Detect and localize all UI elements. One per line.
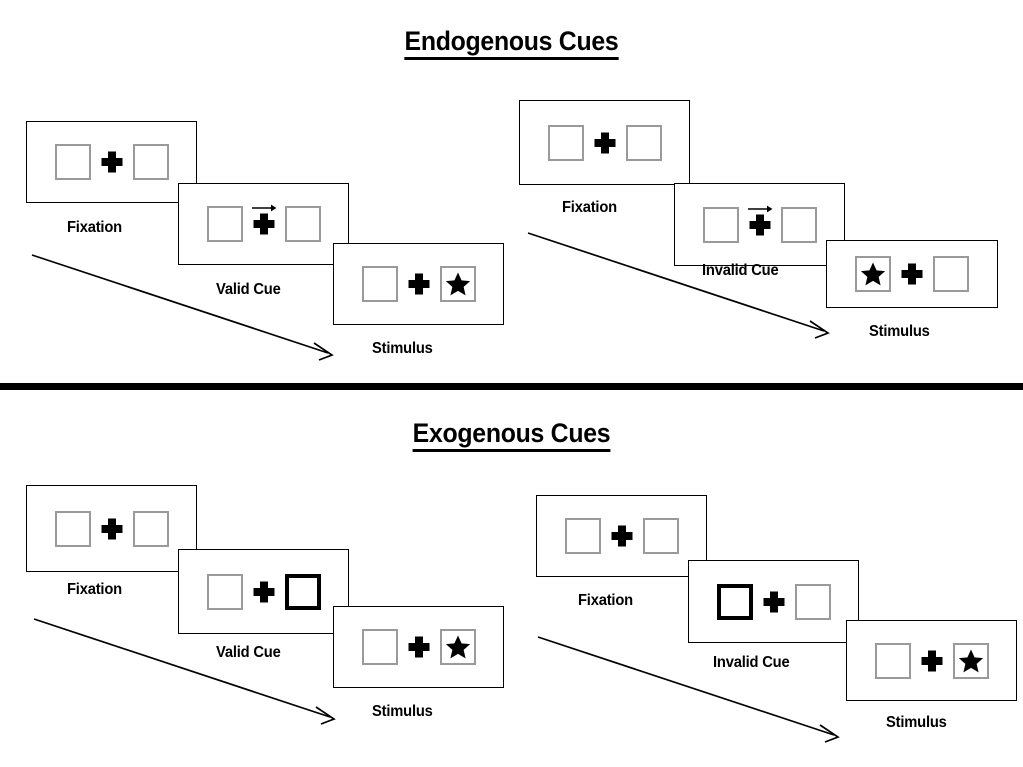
panel-endogenous-valid-fixation xyxy=(26,121,197,203)
panel-exogenous-valid-cue xyxy=(178,549,349,634)
fixation-cross-icon xyxy=(584,123,626,163)
fixation-cross-icon xyxy=(911,641,953,681)
time-progression-arrow-icon xyxy=(537,636,840,743)
time-progression-arrow-icon xyxy=(527,232,830,339)
fixation-cross-icon xyxy=(398,627,440,667)
left-box xyxy=(855,256,891,292)
left-box xyxy=(54,510,91,547)
right-box-cued xyxy=(284,573,321,610)
time-progression-arrow-icon xyxy=(31,254,334,361)
label-exogenous-invalid-cue: Invalid Cue xyxy=(713,654,790,671)
panel-endogenous-valid-cue xyxy=(178,183,349,265)
left-box xyxy=(564,518,601,554)
fixation-cross-icon xyxy=(243,572,285,612)
panel-exogenous-valid-fixation xyxy=(26,485,197,572)
right-box xyxy=(284,206,321,242)
label-exogenous-valid-cue: Valid Cue xyxy=(216,644,281,661)
panel-exogenous-invalid-cue xyxy=(688,560,859,643)
panel-endogenous-valid-stimulus xyxy=(333,243,504,325)
star-icon xyxy=(958,649,983,672)
section-title-endogenous: Endogenous Cues xyxy=(41,26,982,60)
star-icon xyxy=(445,272,470,296)
label-endogenous-valid-fixation: Fixation xyxy=(67,219,122,236)
star-icon xyxy=(445,635,470,659)
label-exogenous-valid-fixation: Fixation xyxy=(67,581,122,598)
fixation-cross-icon xyxy=(91,509,133,549)
arrow-right-icon xyxy=(251,204,276,212)
right-box xyxy=(132,510,169,547)
panel-endogenous-invalid-cue xyxy=(674,183,845,266)
right-box xyxy=(132,144,169,180)
right-box xyxy=(794,583,831,620)
section-title-exogenous: Exogenous Cues xyxy=(41,418,982,452)
star-icon xyxy=(860,262,886,286)
panel-endogenous-invalid-fixation xyxy=(519,100,690,185)
label-endogenous-invalid-cue: Invalid Cue xyxy=(702,262,779,279)
section-divider xyxy=(0,383,1023,390)
left-box xyxy=(547,124,584,161)
left-box-cued xyxy=(716,583,753,620)
right-box xyxy=(933,256,969,292)
panel-exogenous-invalid-fixation xyxy=(536,495,707,577)
right-box xyxy=(625,124,662,161)
left-box xyxy=(206,573,243,610)
label-exogenous-invalid-stimulus: Stimulus xyxy=(886,714,947,731)
label-endogenous-invalid-fixation: Fixation xyxy=(562,199,617,216)
right-box xyxy=(952,642,989,679)
label-exogenous-valid-stimulus: Stimulus xyxy=(372,703,433,720)
fixation-cross-icon xyxy=(601,516,643,556)
left-box xyxy=(361,266,398,302)
section-title-exogenous-text: Exogenous Cues xyxy=(412,418,611,452)
fixation-cross-icon xyxy=(398,264,440,304)
section-title-endogenous-text: Endogenous Cues xyxy=(404,26,619,60)
label-endogenous-valid-stimulus: Stimulus xyxy=(372,340,433,357)
left-box xyxy=(54,144,91,180)
left-box xyxy=(874,642,911,679)
left-box xyxy=(206,206,243,242)
panel-exogenous-invalid-stimulus xyxy=(846,620,1017,701)
fixation-cross-icon xyxy=(91,142,133,182)
label-endogenous-valid-cue: Valid Cue xyxy=(216,281,281,298)
panel-exogenous-valid-stimulus xyxy=(333,606,504,688)
fixation-cross-icon xyxy=(753,582,795,622)
right-box xyxy=(780,206,817,243)
fixation-cross-icon xyxy=(243,204,285,244)
right-box xyxy=(439,266,476,302)
fixation-cross-icon xyxy=(739,205,781,245)
right-box xyxy=(642,518,679,554)
time-progression-arrow-icon xyxy=(33,618,336,725)
label-exogenous-invalid-fixation: Fixation xyxy=(578,592,633,609)
fixation-cross-icon xyxy=(891,254,933,294)
left-box xyxy=(361,629,398,665)
left-box xyxy=(702,206,739,243)
panel-endogenous-invalid-stimulus xyxy=(826,240,998,308)
right-box xyxy=(439,629,476,665)
arrow-right-icon xyxy=(747,205,772,212)
label-endogenous-invalid-stimulus: Stimulus xyxy=(869,323,930,340)
